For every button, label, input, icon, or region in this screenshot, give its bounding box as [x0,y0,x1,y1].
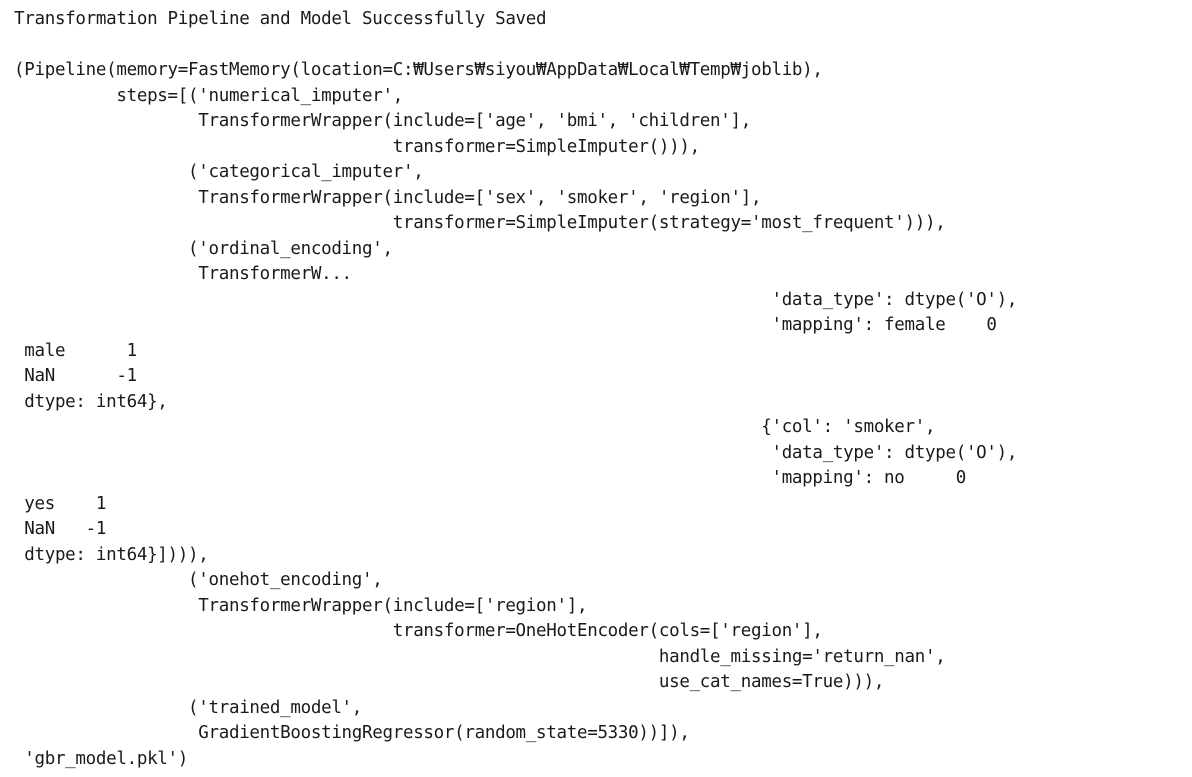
repr-line: steps=[('numerical_imputer', [14,85,403,106]
repr-line: dtype: int64}, [14,391,168,412]
repr-line: 'mapping': no 0 [14,468,966,488]
repr-line: transformer=SimpleImputer())), [14,136,700,157]
repr-line: TransformerW... [14,264,352,284]
repr-line: 'data_type': dtype('O'), [14,442,1018,463]
repr-line: TransformerWrapper(include=['region'], [14,595,588,616]
repr-line: NaN -1 [14,366,137,386]
repr-line: NaN -1 [14,519,107,539]
blank-line [14,33,1017,59]
repr-line: GradientBoostingRegressor(random_state=5… [14,723,690,743]
repr-line: TransformerWrapper(include=['sex', 'smok… [14,187,762,208]
repr-line: ('trained_model', [14,697,363,718]
repr-line: (Pipeline(memory=FastMemory(location=C:₩… [14,60,823,80]
status-message: Transformation Pipeline and Model Succes… [14,9,547,29]
repr-line: ('categorical_imputer', [14,162,424,182]
repr-line: transformer=OneHotEncoder(cols=['region'… [14,621,823,641]
repr-line: 'data_type': dtype('O'), [14,289,1018,310]
repr-line: ('onehot_encoding', [14,570,383,590]
repr-line: dtype: int64}]))), [14,544,209,565]
repr-line: 'mapping': female 0 [14,315,997,335]
repr-line: male 1 [14,340,137,361]
repr-line: use_cat_names=True))), [14,672,885,692]
repr-line: transformer=SimpleImputer(strategy='most… [14,213,946,233]
repr-line: 'gbr_model.pkl') [14,748,189,769]
cell-output: Transformation Pipeline and Model Succes… [14,7,1017,772]
repr-line: handle_missing='return_nan', [14,646,946,667]
repr-line: yes 1 [14,493,107,514]
repr-line: TransformerWrapper(include=['age', 'bmi'… [14,111,751,131]
repr-line: {'col': 'smoker', [14,417,936,437]
repr-line: ('ordinal_encoding', [14,238,393,259]
